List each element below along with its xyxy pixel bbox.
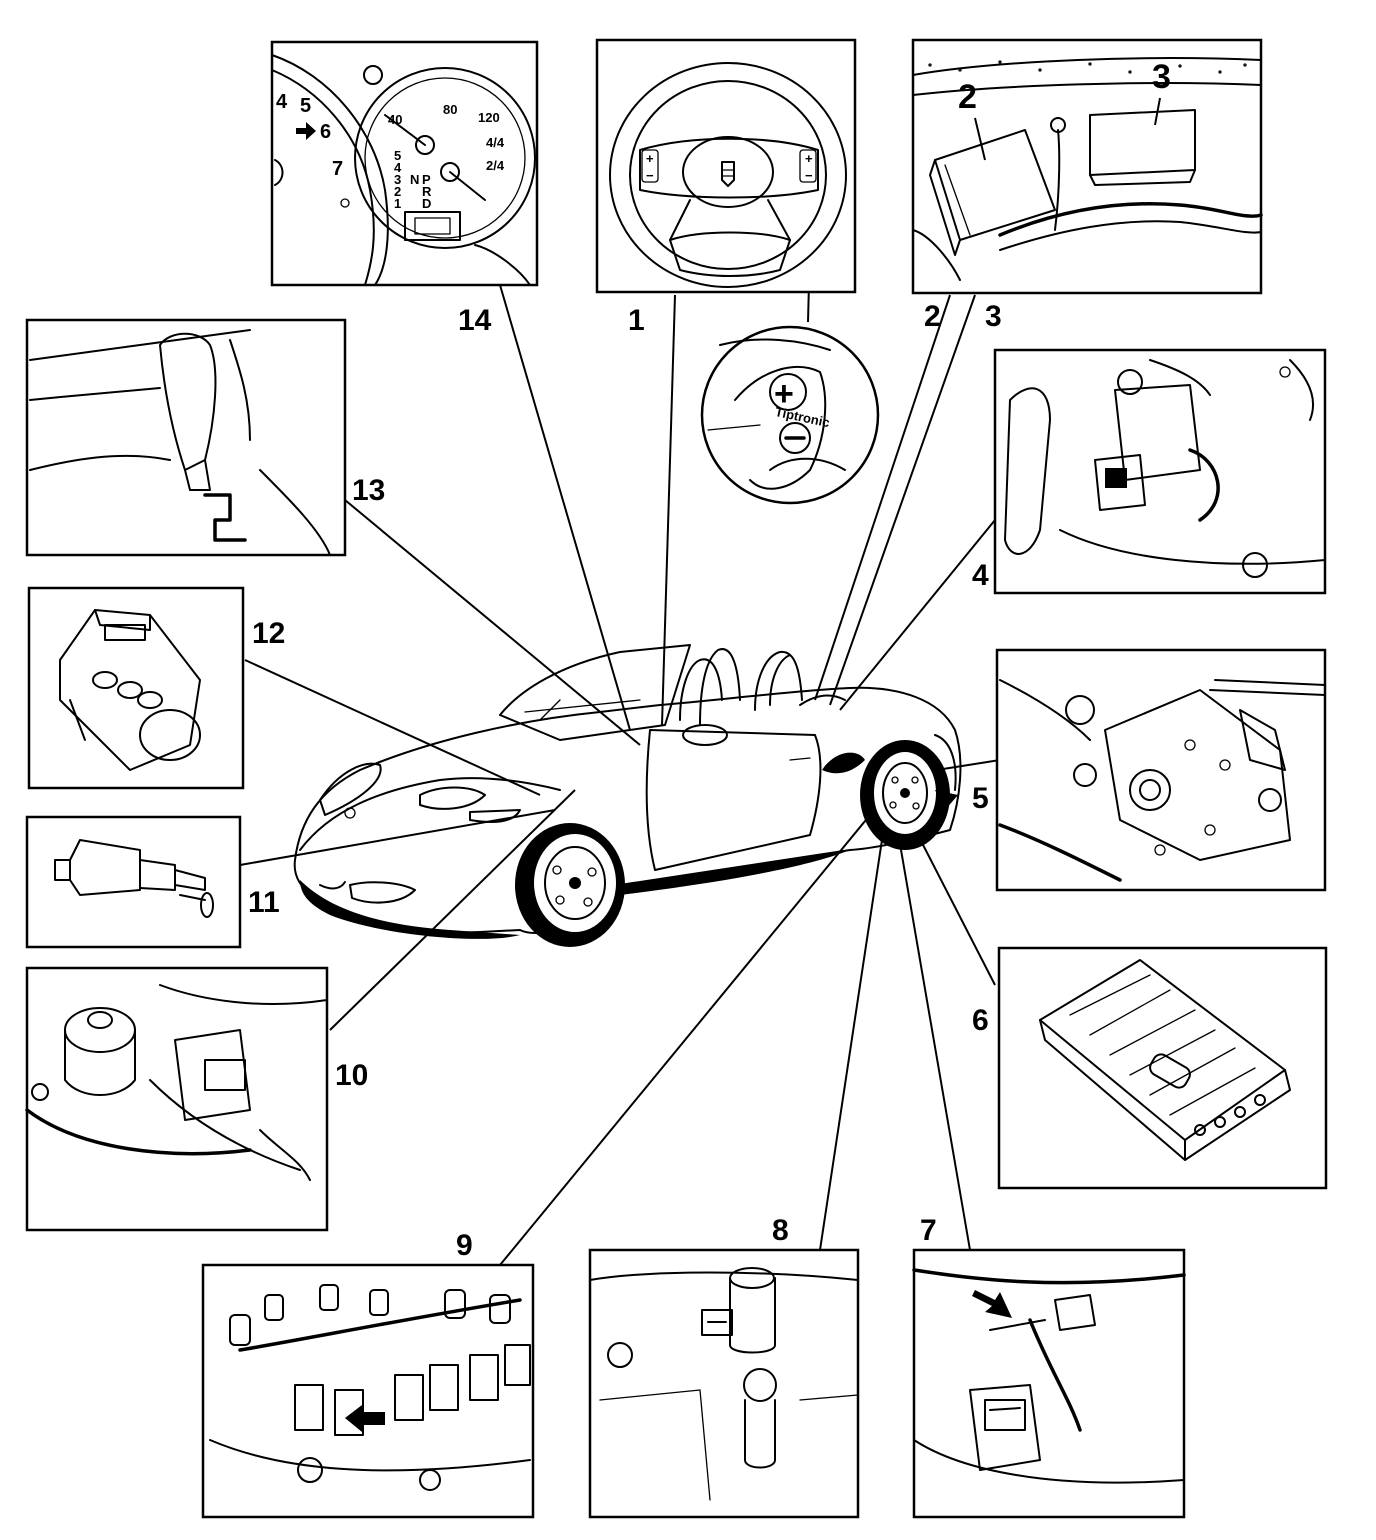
callout-8: 8 xyxy=(772,1214,789,1247)
label-unit-3: 3 xyxy=(1152,58,1171,96)
leader-10 xyxy=(329,789,576,1031)
gear-indicator-1: 1 xyxy=(394,196,401,211)
rev-numeral-6: 6 xyxy=(320,121,331,143)
leader-2 xyxy=(814,294,951,701)
label-unit-2: 2 xyxy=(958,78,977,116)
callout-12: 12 xyxy=(252,617,285,650)
inset-9-solenoid-valves xyxy=(201,1263,535,1519)
callout-5: 5 xyxy=(972,782,989,815)
inset-11-brake-switch xyxy=(25,815,242,949)
gear-indicator-D: D xyxy=(422,196,431,211)
callout-6: 6 xyxy=(972,1004,989,1037)
steering-switch-zoom: + Tiptronic xyxy=(700,325,880,505)
callout-7: 7 xyxy=(920,1214,937,1247)
inset-4-selector-switch xyxy=(993,348,1327,595)
leader-4 xyxy=(839,519,996,711)
inset-1-steering-wheel: + − + − xyxy=(595,38,857,294)
gear-indicator-P: P xyxy=(422,172,431,187)
leader-8 xyxy=(819,819,886,1251)
callout-3: 3 xyxy=(985,300,1002,333)
leader-14 xyxy=(499,284,631,731)
inset-10-actuator xyxy=(25,966,329,1232)
paddle-plus-right: + xyxy=(805,151,813,166)
rev-numeral-4: 4 xyxy=(276,91,288,113)
leader-13 xyxy=(344,499,641,746)
inset-13-selector-lever xyxy=(25,318,347,557)
arrow-icon-9 xyxy=(345,1405,385,1432)
speed-numeral-40: 40 xyxy=(388,112,402,127)
paddle-minus-left: − xyxy=(646,168,654,183)
callout-9: 9 xyxy=(456,1229,473,1262)
inset-7-connector xyxy=(912,1248,1186,1519)
callout-numbers: 1 2 3 4 5 6 7 8 9 10 11 12 13 14 xyxy=(248,300,1002,1262)
callout-11: 11 xyxy=(248,886,280,919)
fuel-mark-2-4: 2/4 xyxy=(486,158,505,173)
inset-5-position-sensor xyxy=(995,648,1327,892)
leader-1 xyxy=(661,294,676,726)
arrow-icon-7 xyxy=(972,1290,1012,1318)
callout-4: 4 xyxy=(972,559,989,592)
arrow-icon xyxy=(296,122,316,140)
speed-numeral-120: 120 xyxy=(478,110,500,125)
gear-indicator-5: 5 xyxy=(394,148,401,163)
callout-1: 1 xyxy=(628,304,645,337)
leader-3 xyxy=(829,294,976,706)
paddle-plus-left: + xyxy=(646,151,654,166)
speed-numeral-80: 80 xyxy=(443,102,457,117)
rev-numeral-7: 7 xyxy=(332,158,343,180)
gear-indicator-R: R xyxy=(422,184,432,199)
leader-9 xyxy=(499,814,871,1266)
boxster-car-drawing xyxy=(293,644,962,947)
gear-indicator-4: 4 xyxy=(394,160,402,175)
inset-12-switch xyxy=(27,586,245,790)
inset-14-instrument-cluster: 4 5 6 7 40 80 120 4/4 2/4 5 4 3 2 1 N P … xyxy=(270,40,539,287)
inset-6-hydraulic-control-unit xyxy=(997,946,1328,1190)
leader-12 xyxy=(244,659,541,796)
leader-lines xyxy=(239,164,1001,1266)
leader-7 xyxy=(894,814,971,1251)
plus-icon: + xyxy=(774,375,794,413)
callout-14: 14 xyxy=(458,304,492,337)
gear-indicator-N: N xyxy=(410,172,419,187)
inset-8-speed-sensor xyxy=(588,1248,860,1519)
callout-13: 13 xyxy=(352,474,385,507)
gear-indicator-2: 2 xyxy=(394,184,401,199)
callout-2: 2 xyxy=(924,300,941,333)
leader-11 xyxy=(239,809,556,866)
fuel-mark-4-4: 4/4 xyxy=(486,135,505,150)
paddle-minus-right: − xyxy=(805,168,813,183)
rev-numeral-5: 5 xyxy=(300,95,311,117)
gear-indicator-3: 3 xyxy=(394,172,401,187)
callout-10: 10 xyxy=(335,1059,368,1092)
inset-2-3-control-units: 2 3 xyxy=(911,38,1263,295)
